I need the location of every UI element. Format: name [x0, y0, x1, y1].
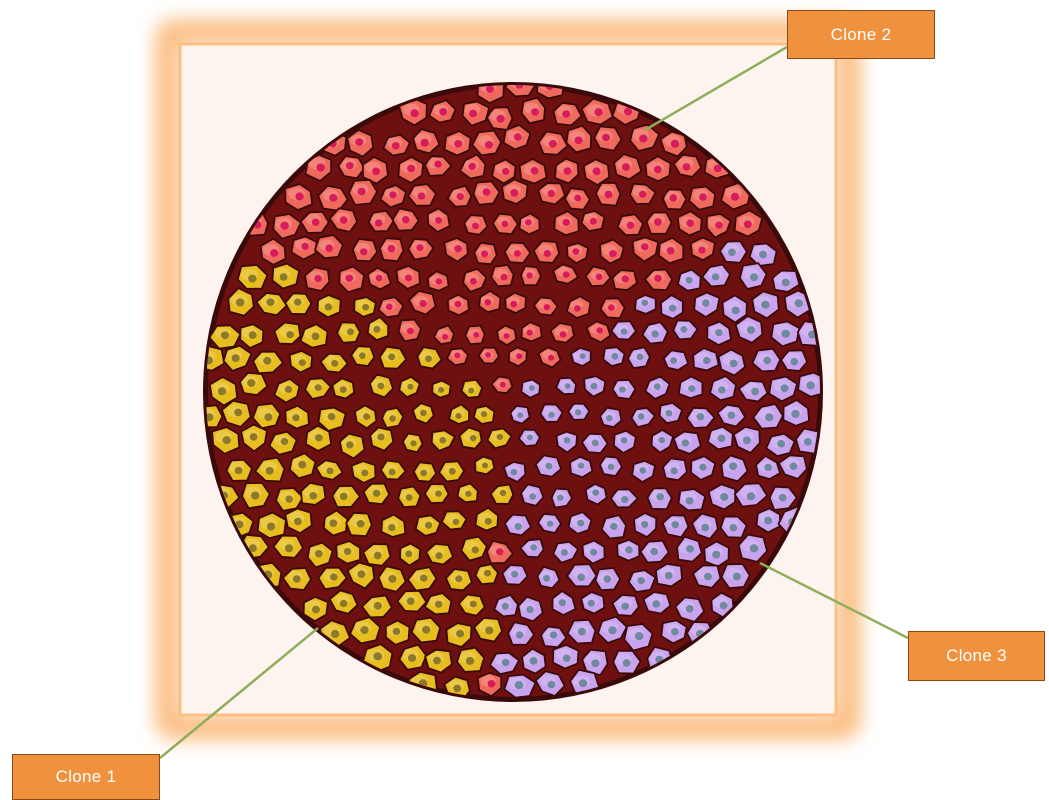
clone-2-leader-line: [645, 47, 787, 130]
clone-1-leader-line: [160, 628, 318, 758]
clone-1-label: Clone 1: [12, 754, 160, 800]
clone-3-leader-line: [760, 563, 908, 638]
clone-3-label: Clone 3: [908, 631, 1045, 681]
clone-2-label: Clone 2: [787, 10, 935, 59]
